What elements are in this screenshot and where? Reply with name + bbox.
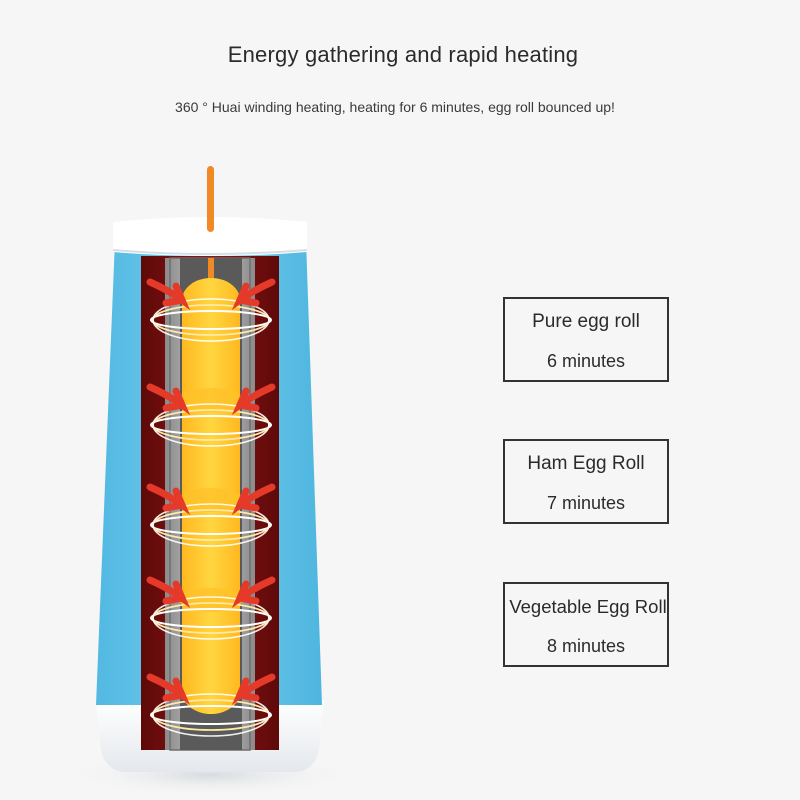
heating-wall [141,256,279,750]
cooking-time-duration: 8 minutes [546,636,626,656]
cooking-time-duration: 6 minutes [546,351,626,371]
floor-shadow [60,753,360,797]
device-body [96,240,322,705]
cooking-time-card-ham-egg-roll: Ham Egg Roll 7 minutes [503,439,669,524]
page-title: Energy gathering and rapid heating [227,42,579,67]
cooking-time-name: Pure egg roll [532,311,640,332]
cooking-time-card-vegetable-egg-roll: Vegetable Egg Roll 8 minutes [503,582,669,667]
page-subtitle: 360 ° Huai winding heating, heating for … [175,99,615,115]
egg-roll-filling [179,278,243,714]
heating-tube [165,258,255,750]
cooking-time-name: Ham Egg Roll [527,453,645,474]
device-top-lid [113,217,307,256]
device-base [96,700,324,772]
cooking-time-card-pure-egg-roll: Pure egg roll 6 minutes [503,297,669,382]
egg-roll-stick [207,166,214,232]
cooking-time-name: Vegetable Egg Roll [509,596,667,617]
cooking-time-duration: 7 minutes [546,493,626,513]
heating-arrows [146,278,276,737]
